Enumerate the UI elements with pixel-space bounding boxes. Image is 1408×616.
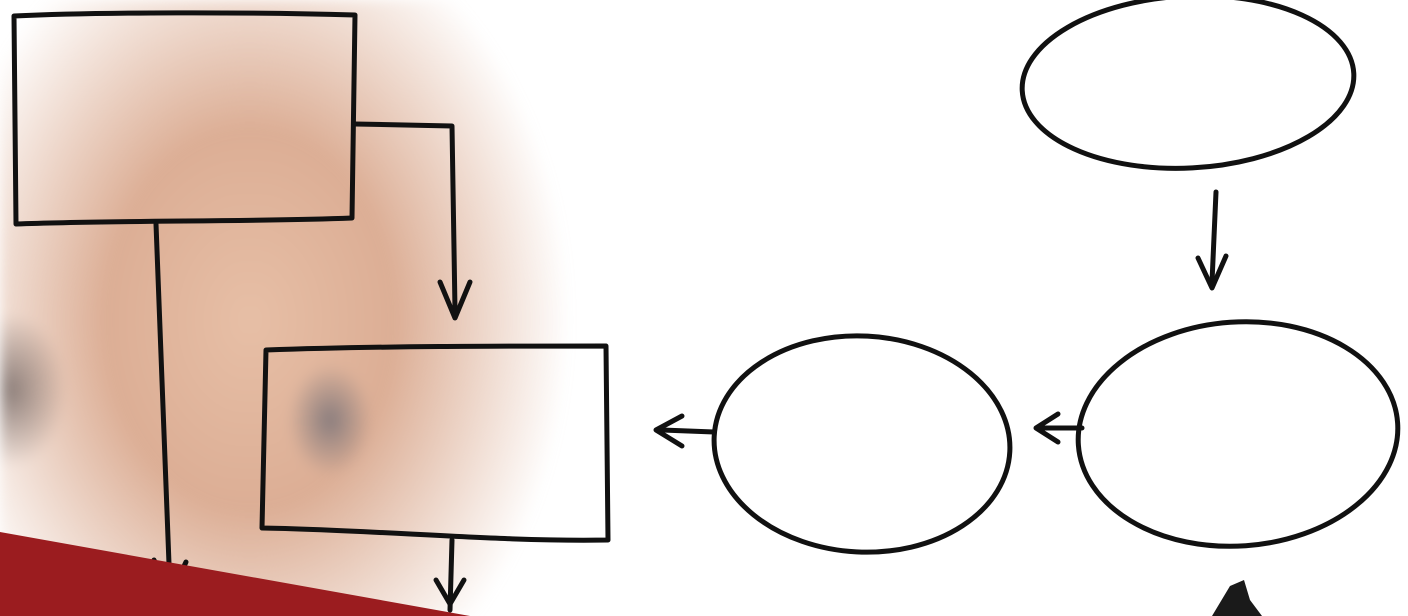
connector-top-to-bottom-right <box>1209 189 1219 285</box>
connector-down-middle <box>447 537 455 613</box>
connector-box-to-box <box>352 121 458 313</box>
circle-bottom-middle <box>711 333 1013 555</box>
connector-down-left <box>153 221 173 593</box>
cursor-pointer-icon <box>1212 580 1262 616</box>
arrowhead-middle-circle-to-box <box>653 413 685 449</box>
accent-banner <box>0 532 470 616</box>
arrowhead-top-to-bottom-right <box>1195 253 1229 291</box>
circle-top-right <box>1019 0 1357 171</box>
connector-middle-circle-to-box <box>659 427 717 435</box>
arrowhead-down-middle <box>433 577 467 607</box>
blurred-face-background <box>0 0 700 616</box>
box-top-left <box>11 10 358 227</box>
arrowhead-box-to-box <box>437 279 473 321</box>
box-middle <box>259 343 611 543</box>
arrowhead-right-to-middle-circle <box>1033 411 1061 445</box>
circle-bottom-right <box>1075 319 1401 549</box>
